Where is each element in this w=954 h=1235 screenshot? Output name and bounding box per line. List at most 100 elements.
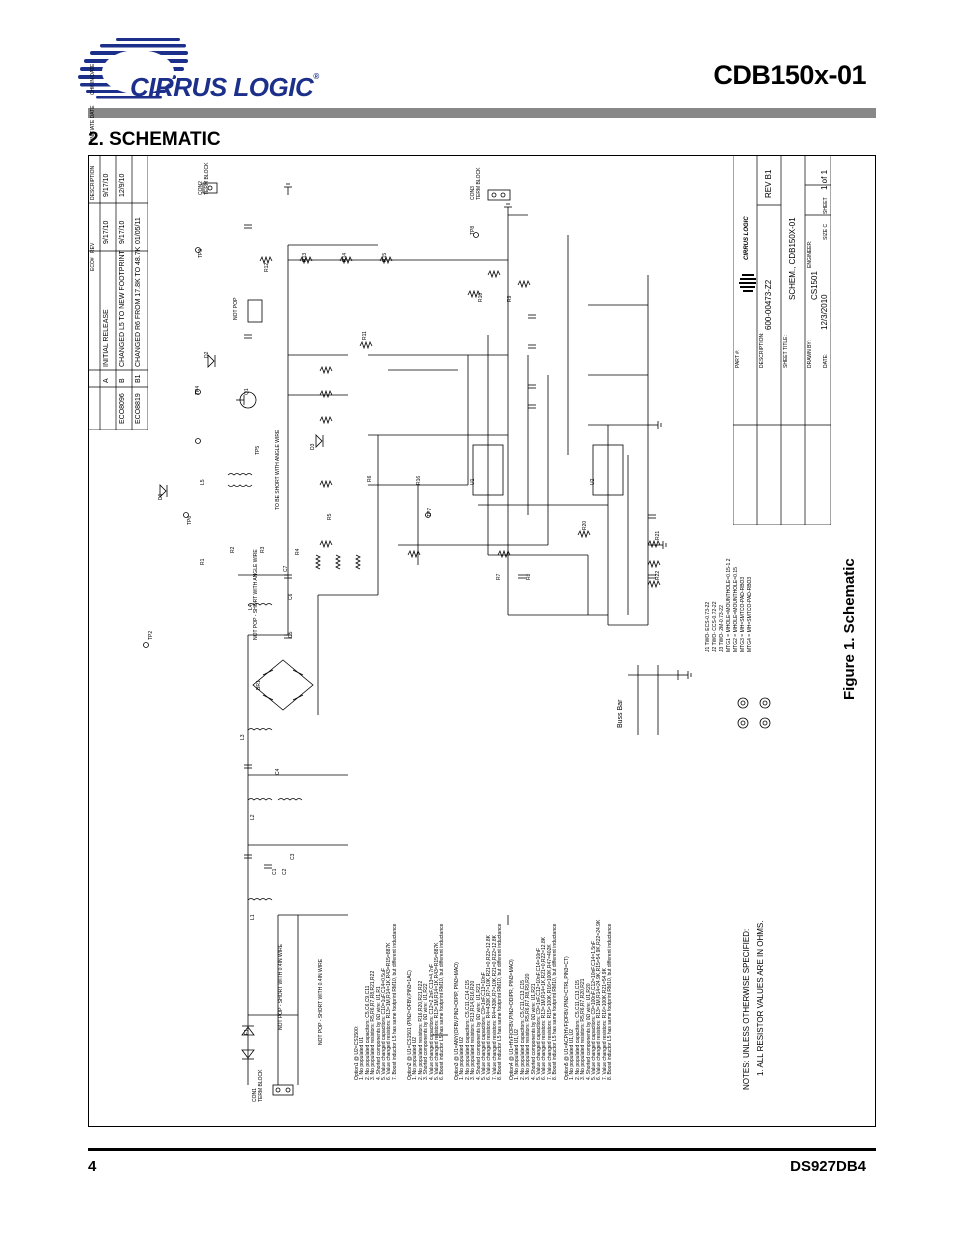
label-term-block-3: TERM BLOCK [476,167,482,200]
label-r13: R13 [302,252,308,262]
label-q1: Q1 [244,388,250,395]
logo-text: CIRRUS LOGIC [130,72,314,102]
label-c6: C6 [288,593,294,600]
title-block [733,155,831,525]
label-c2: C2 [282,868,288,875]
label-l5-note: TO BE SHORT WITH ANGLE WIRE [275,429,281,510]
label-r20: R20 [582,520,588,530]
footer-rule [88,1148,876,1151]
label-d2: D2 [204,351,210,358]
option-item: 7. Boost inductor L5 has same footprint … [391,923,398,1080]
label-tp4: TP4 [195,385,201,395]
label-r10: R10 [478,292,484,302]
label-l1: L1 [250,914,256,920]
registered-mark: ® [313,72,319,81]
label-tp5: TP5 [255,445,261,455]
label-r7: R7 [496,573,502,580]
capacitor-symbols [244,224,656,869]
cirrus-logo [70,34,190,104]
legend-line: J3 TWO- 2M-0.73-22 [719,605,725,652]
label-r1: R1 [200,558,206,565]
label-c1: C1 [272,868,278,875]
notes-item-1: 1. ALL RESISTOR VALUES ARE IN OHMS. [756,920,765,1076]
options-block-3: Option3 @ U1=ANY(OFBV,PIN2=OIPIP, PIN3=M… [454,923,504,1080]
rev-header-init: INITIATE DATE [90,105,96,140]
tb-logo-icon [738,272,758,294]
notes-heading: NOTES: UNLESS OTHERWISE SPECIFIED: [742,928,751,1090]
schematic-frame [88,155,876,1127]
options-block-4: Option4 @ U1=HVF(OFBV,PIN2=ODIPR, PIN3=M… [509,923,559,1080]
u1-chip [472,444,504,496]
legend-line: J1 TWO- ECS-0.73-22 [705,601,711,652]
parts-legend: J1 TWO- ECS-0.73-22 J2 TWO- CCS-0.72-22 … [705,558,754,652]
label-f1: F1 [244,1029,250,1035]
test-points [143,232,479,648]
label-d3: D3 [310,443,316,450]
buss-bar-label: Buss Bar [617,699,624,728]
con1-terminal [272,1084,294,1096]
label-u1: U1 [470,478,476,485]
u2-chip [592,444,624,496]
option-item: 8. Boost inductor L5 has same footprint … [552,923,559,1080]
label-l2-note: NOT POP - SHORT WITH 0.4IN WIRE [318,958,324,1045]
label-r6: R6 [367,475,373,482]
label-u2: U2 [590,478,596,485]
option-item: 8. Boost inductor L5 has same footprint … [607,923,614,1080]
section-heading: 2. SCHEMATIC [88,129,221,150]
label-c3: C3 [290,853,296,860]
mounting-holes [737,697,771,729]
connectors [202,182,511,1096]
options-block-1: Option1 @ U2=CS1500: 1. No populated U1 … [354,923,398,1080]
label-r12: R12 [264,262,270,272]
label-r14: R14 [342,252,348,262]
rev-header-chk: CHK IN DATE [90,63,96,95]
label-tp2: TP2 [148,630,154,640]
bridge-rectifier [252,659,314,711]
label-l5: L5 [200,479,206,485]
label-c7: C7 [283,565,289,572]
document-id: DS927DB4 [790,1158,866,1175]
label-r16: R16 [416,475,422,485]
label-r9: R9 [507,295,513,302]
legend-line: MTG1 = MHOLE=MOUNTHOLE=0.15-1.2 [726,558,732,652]
label-l3-note: NOT POP - SHORT WITH ANGLE WIRE [253,549,259,640]
label-l2: L2 [250,814,256,820]
con3-terminal [487,189,511,201]
label-c4: C4 [275,768,281,775]
label-l1-note: NOT POP - SHORT WITH 0.4IN WIRE [278,943,284,1030]
legend-line: J2 TWO- CCS-0.72-22 [712,601,718,652]
header-rule [88,108,876,118]
notes-block: NOTES: UNLESS OTHERWISE SPECIFIED: 1. AL… [740,921,768,1090]
options-block-5: Option5 @ U1=ACP(HVF(OFBV,PIN2=CTRL,PIN3… [564,920,614,1080]
option-item: 8. Boost inductor L5 has same footprint … [497,923,504,1080]
revision-table [88,155,148,430]
cirrus-logo-swoosh-icon [78,38,188,99]
logo-wordmark: CIRRUS LOGIC® [130,72,319,103]
label-r11: R11 [362,331,368,340]
ground-symbols [284,183,692,1036]
label-r4: R4 [295,548,301,555]
options-block-2: Option2 @ U1=CS1501 (PIN2=OFBV,PIN3=1AC)… [407,923,446,1080]
label-br1: BR1 [256,680,262,690]
label-r15: R15 [382,252,388,262]
ic-packages [236,391,624,496]
label-r3: R3 [260,546,266,553]
label-r5: R5 [327,513,333,520]
diode-symbols [159,354,324,1060]
document-title: CDB150x-01 [713,60,866,90]
schematic-wires [238,214,679,1085]
page-number: 4 [88,1158,97,1175]
schematic-drawing [143,182,771,1096]
label-r2: R2 [230,546,236,553]
label-tp8: TP8 [470,225,476,235]
legend-line: MTG3 = MH=SMTCO-PAD-RBO3 [740,576,746,652]
label-tp3: TP3 [198,248,204,258]
label-r22: R22 [655,570,661,580]
label-c5: C5 [288,631,294,638]
label-l3: L3 [240,734,246,740]
label-term-block-1: TERM BLOCK [258,1069,264,1102]
legend-line: MTG4 = MH=SMTCO-PAD-RBO3 [747,576,753,652]
legend-line: MTG2 = MHOLE=MOUNTHOLE=0.15 [733,567,739,652]
option-item: 6. Boost inductor L5 has same footprint … [439,923,446,1080]
label-r8: R8 [526,573,532,580]
